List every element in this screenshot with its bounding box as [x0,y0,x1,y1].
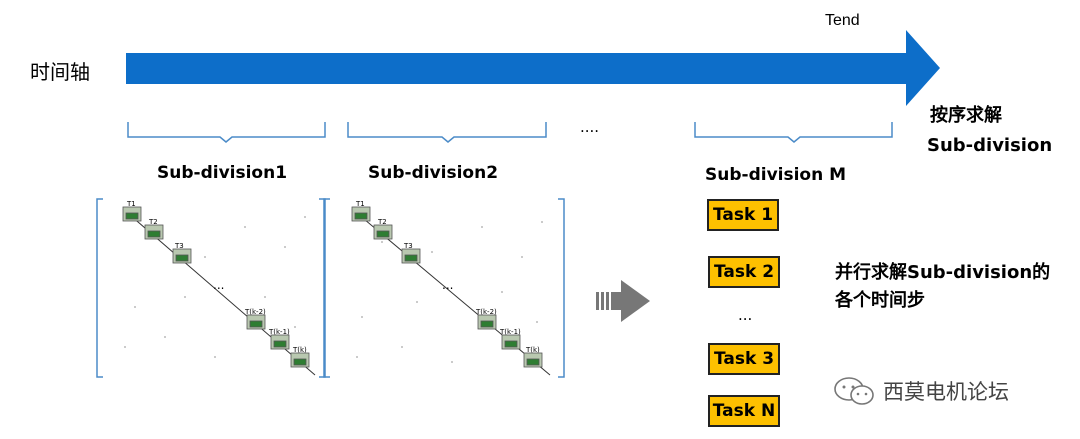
subdivision-braces [127,122,893,143]
block-label-t3: T3 [174,242,184,250]
brace-1 [127,122,326,143]
block-label-tk2: T(k-2) [244,308,266,316]
subdivision-2-label: Sub-division2 [368,163,499,183]
matrix-block [122,206,310,368]
block-label-tk1: T(k-1) [268,328,290,336]
block-label-t2: T2 [377,218,387,226]
matrix-block [351,206,543,368]
task-1-box: Task 1 [707,199,779,231]
task-3-box: Task 3 [708,343,780,375]
block-label-t1: T1 [126,200,136,208]
transition-arrow-icon [596,280,650,322]
timeline-arrow [126,30,940,106]
parallel-note-line1: 并行求解Sub-division的 [835,262,1051,283]
subdivision-ellipsis: .... [580,118,600,136]
sequential-note-line2: Sub-division [927,135,1053,156]
parallel-note-line2: 各个时间步 [835,290,925,311]
subdivision-1-matrix: T1 T2 T3 T(k-2) T(k-1) T(k) ... [95,197,327,379]
timeline-label: 时间轴 [30,60,90,84]
block-label-tk: T(k) [292,346,307,354]
brace-2 [347,122,547,143]
task-2-box: Task 2 [708,256,780,288]
task-n-box: Task N [708,395,780,427]
subdivision-1-label: Sub-division1 [157,163,288,183]
block-label-t1: T1 [355,200,365,208]
subdivision-2-matrix: T1 T2 T3 T(k-2) T(k-1) T(k) ... [322,197,566,379]
block-label-t3: T3 [403,242,413,250]
block-label-t2: T2 [148,218,158,226]
watermark-text: 西莫电机论坛 [883,380,1009,404]
block-label-tk: T(k) [525,346,540,354]
wechat-icon [834,377,874,405]
sequential-note-line1: 按序求解 [930,105,1002,126]
watermark: 西莫电机论坛 [833,376,1009,406]
task-ellipsis: ... [738,306,753,324]
subdivision-m-label: Sub-division M [705,165,847,185]
tend-label: Tend [825,12,860,29]
block-label-tk2: T(k-2) [475,308,497,316]
matrix-dots: ... [442,278,453,292]
brace-m [694,122,893,143]
block-label-tk1: T(k-1) [499,328,521,336]
matrix-dots: ... [213,278,224,292]
